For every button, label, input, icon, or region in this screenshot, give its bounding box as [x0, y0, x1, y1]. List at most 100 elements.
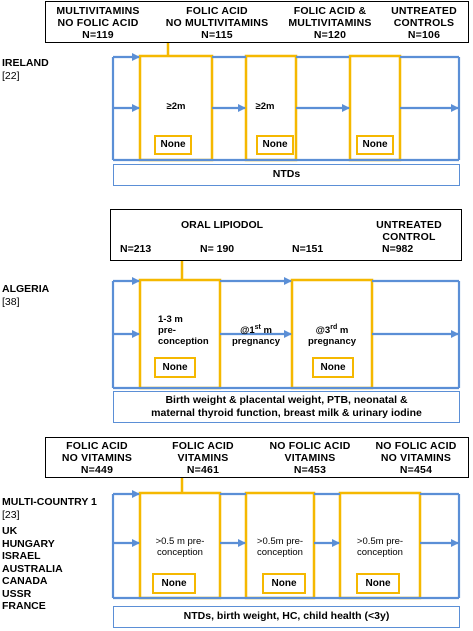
panel2-country: ALGERIA	[2, 283, 50, 295]
panel2-control-label: UNTREATED CONTROL	[364, 219, 454, 243]
panel3-outcome-box: NTDs, birth weight, HC, child health (<3…	[113, 606, 460, 628]
group-name: FOLIC ACID &	[293, 5, 367, 17]
panel3-arm-timing-1: >0.5 m pre- conception	[140, 536, 220, 558]
country-item: AUSTRALIA	[2, 562, 63, 575]
country-item: FRANCE	[2, 600, 46, 612]
group-name: FOLIC ACID	[186, 5, 248, 17]
arm-line2: pre-	[158, 325, 176, 336]
panel2-intervention-title: ORAL LIPIODOL	[180, 219, 264, 231]
group-n: N=115	[201, 29, 233, 41]
country-item: HUNGARY	[2, 537, 55, 550]
panel2-none-box-2: None	[312, 357, 354, 378]
group-n: N=453	[293, 464, 327, 476]
group-subname: NO VITAMINS	[380, 452, 452, 464]
arm-suffix: m	[337, 325, 349, 337]
panel2-n-2: N= 190	[200, 243, 235, 255]
panel2-arm-timing-3: @3rd m pregnancy	[300, 322, 364, 347]
outcome-line1: Birth weight & placental weight, PTB, ne…	[165, 394, 408, 406]
panel3-arm-timing-2: >0.5m pre- conception	[246, 536, 314, 558]
panel3-reference: [23]	[2, 509, 20, 521]
group-subname: CONTROLS	[393, 17, 455, 29]
panel1-none-box-3: None	[356, 135, 394, 155]
group-n: N=461	[186, 464, 220, 476]
panel1-none-box-1: None	[154, 135, 192, 155]
arm-line2: conception	[157, 547, 203, 558]
group-n: N=106	[407, 29, 441, 41]
group-name: UNTREATED	[391, 5, 457, 17]
group-name: FOLIC ACID	[66, 440, 128, 452]
panel1-arm-duration-1: ≥2m	[166, 101, 186, 112]
arm-line2: conception	[257, 547, 303, 558]
country-item: ISRAEL	[2, 550, 41, 562]
arm-line2: pregnancy	[307, 336, 357, 348]
panel1-reference: [22]	[2, 70, 20, 82]
group-n: N=449	[80, 464, 114, 476]
group-name: FOLIC ACID	[172, 440, 234, 452]
panel3-group-1: FOLIC ACID NO VITAMINS N=449	[52, 440, 142, 476]
panel2-header-box	[110, 209, 462, 261]
group-name: NO FOLIC ACID	[375, 440, 457, 452]
arm-line2: conception	[357, 547, 403, 558]
panel3-none-box-2: None	[262, 573, 306, 594]
group-name: MULTIVITAMINS	[56, 5, 140, 17]
group-subname: VITAMINS	[177, 452, 229, 464]
group-n: N=120	[313, 29, 347, 41]
arm-suffix: m	[260, 325, 272, 337]
panel1-lines	[111, 43, 461, 162]
control-line2: CONTROL	[382, 231, 436, 243]
arm-prefix: @3	[315, 325, 331, 337]
panel3-none-box-3: None	[356, 573, 400, 594]
group-name: NO FOLIC ACID	[269, 440, 351, 452]
group-subname: NO MULTIVITAMINS	[165, 17, 269, 29]
panel2-n-3: N=151	[292, 243, 324, 255]
panel2-outcome-box: Birth weight & placental weight, PTB, ne…	[113, 391, 460, 423]
group-n: N=454	[399, 464, 433, 476]
group-subname: NO VITAMINS	[61, 452, 133, 464]
panel1-header-box	[45, 1, 469, 43]
panel1-group-1: MULTIVITAMINS NO FOLIC ACID N=119	[48, 5, 148, 41]
country-item: CANADA	[2, 575, 48, 587]
panel2-reference: [38]	[2, 296, 20, 308]
arm-line1: >0.5m pre-	[256, 536, 304, 547]
panel3-lines	[111, 478, 461, 600]
arm-line1: >0.5m pre-	[356, 536, 404, 547]
outcome-line2: maternal thyroid function, breast milk &…	[151, 407, 422, 419]
panel2-arm-timing-2: @1st m pregnancy	[224, 322, 288, 347]
arm-prefix: @1	[240, 325, 255, 337]
arm-ordinal: st	[254, 324, 261, 331]
panel1-country: IRELAND	[2, 57, 49, 69]
panel1-group-4: UNTREATED CONTROLS N=106	[384, 5, 464, 41]
panel3-group-4: NO FOLIC ACID NO VITAMINS N=454	[366, 440, 466, 476]
group-subname: NO FOLIC ACID	[57, 17, 139, 29]
panel1-group-2: FOLIC ACID NO MULTIVITAMINS N=115	[162, 5, 272, 41]
panel3-none-box-1: None	[152, 573, 196, 594]
panel2-arm-timing-1: 1-3 m pre- conception	[140, 314, 220, 347]
panel1-none-box-2: None	[256, 135, 294, 155]
panel3-country-list: UK HUNGARY ISRAEL AUSTRALIA CANADA USSR …	[2, 525, 63, 613]
arm-line2: pregnancy	[231, 336, 281, 348]
panel1-outcome-box: NTDs	[113, 164, 460, 186]
panel3-group-2: FOLIC ACID VITAMINS N=461	[158, 440, 248, 476]
arm-line1: @1st m	[224, 322, 288, 336]
panel3-country: MULTI-COUNTRY 1	[2, 496, 97, 508]
group-n: N=119	[82, 29, 114, 41]
arm-line1: @3rd m	[300, 322, 364, 336]
panel2-n-1: N=213	[120, 243, 152, 255]
arm-line1: >0.5 m pre-	[155, 536, 205, 547]
group-subname: MULTIVITAMINS	[288, 17, 372, 29]
panel2-n-4: N=982	[382, 243, 414, 255]
panel3-group-3: NO FOLIC ACID VITAMINS N=453	[262, 440, 358, 476]
arm-line3: conception	[158, 336, 209, 347]
group-subname: VITAMINS	[284, 452, 336, 464]
panel2-none-box-1: None	[154, 357, 196, 378]
country-item: USSR	[2, 587, 32, 600]
panel3-arm-timing-3: >0.5m pre- conception	[340, 536, 420, 558]
arm-line1: 1-3 m	[158, 314, 183, 325]
panel3-header-box	[45, 437, 469, 478]
control-line1: UNTREATED	[376, 219, 442, 231]
panel1-group-3: FOLIC ACID & MULTIVITAMINS N=120	[282, 5, 378, 41]
panel1-arm-duration-2: ≥2m	[255, 101, 275, 112]
country-item: UK	[2, 525, 18, 537]
arm-ordinal: rd	[330, 324, 338, 331]
